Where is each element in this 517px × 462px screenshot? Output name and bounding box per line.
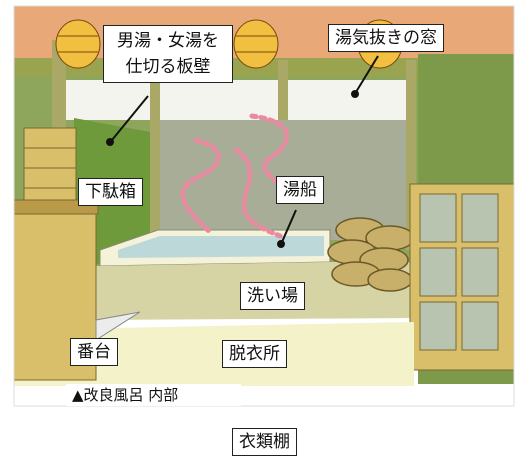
bathtub-label: 湯船 bbox=[276, 176, 324, 204]
leader-lines bbox=[106, 55, 379, 248]
changing-room-label: 脱衣所 bbox=[222, 340, 287, 368]
bucket-stack bbox=[327, 217, 415, 292]
steam-window-left bbox=[66, 80, 152, 120]
lantern-mid bbox=[233, 19, 279, 69]
post bbox=[406, 60, 416, 250]
washing-area-label: 洗い場 bbox=[240, 282, 305, 310]
shoe-box-label: 下駄箱 bbox=[78, 178, 143, 206]
lantern-left bbox=[55, 19, 101, 69]
partition-label: 男湯・女湯を 仕切る板壁 bbox=[103, 25, 233, 83]
tub-water bbox=[118, 236, 324, 258]
attendant-stand-label: 番台 bbox=[70, 338, 118, 366]
image-caption: ▲改良風呂 内部 bbox=[66, 384, 241, 406]
steam-window-right bbox=[288, 80, 406, 120]
illustration-frame bbox=[13, 5, 515, 407]
clothes-shelf-label: 衣類棚 bbox=[232, 428, 297, 456]
steam-window-mid bbox=[160, 80, 278, 120]
steam-window-label: 湯気抜きの窓 bbox=[328, 24, 444, 52]
post bbox=[150, 60, 160, 250]
